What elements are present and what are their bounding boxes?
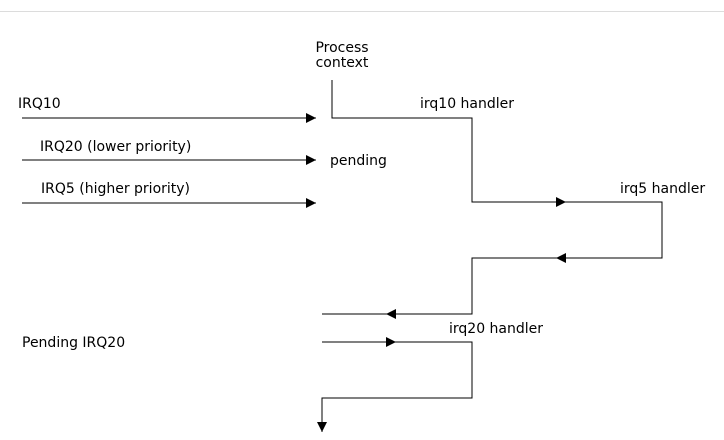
top-border <box>0 0 724 12</box>
context-label: context <box>316 55 369 71</box>
irq10-handler-label: irq10 handler <box>420 96 514 112</box>
irq5-handler-path <box>556 201 663 263</box>
irq5-higher-priority-label: IRQ5 (higher priority) <box>41 181 190 197</box>
pending-irq20-label: Pending IRQ20 <box>22 335 125 351</box>
return-path <box>386 257 556 319</box>
pending-label: pending <box>330 153 387 169</box>
process-label: Process <box>315 40 368 56</box>
irq20-handler-label: irq20 handler <box>449 321 543 337</box>
irq10-label: IRQ10 <box>18 96 61 112</box>
irq10-handler-path <box>331 80 566 207</box>
irq5-handler-label: irq5 handler <box>620 181 705 197</box>
irq20-handler-path <box>317 341 473 432</box>
irq20-lower-priority-label: IRQ20 (lower priority) <box>40 139 191 155</box>
